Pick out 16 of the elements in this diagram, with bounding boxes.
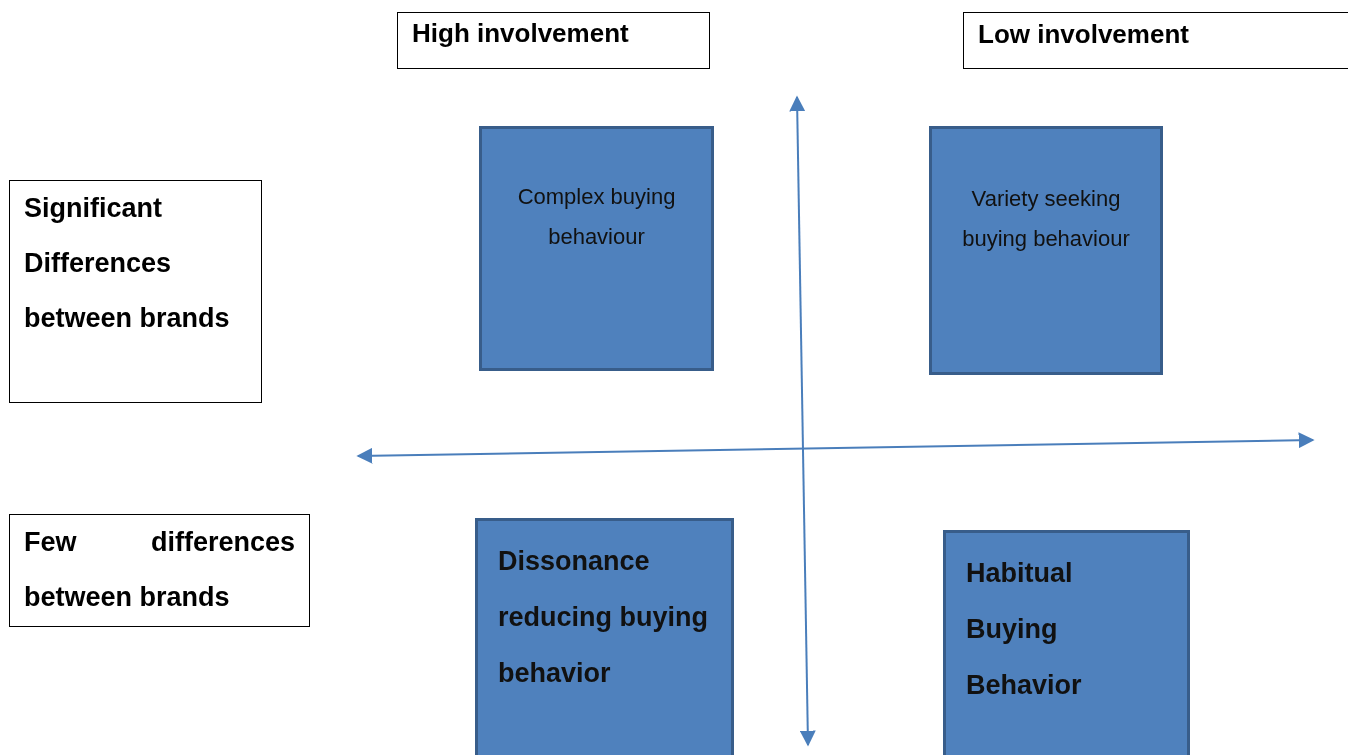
axis-label-box [9, 514, 310, 627]
box-text: Low involvement [978, 18, 1190, 51]
quadrant-box [929, 126, 1163, 375]
box-text: Dissonance reducing buying behavior [498, 545, 709, 690]
box-text: Complex buying behaviour [516, 183, 677, 251]
axis-label-box [397, 12, 710, 69]
quadrant-box [475, 518, 734, 755]
box-text: Variety seeking buying behaviour [961, 185, 1131, 253]
quadrant-box [943, 530, 1190, 755]
box-text: Habitual Buying Behavior [966, 557, 1083, 702]
box-text: Significant Differences between brands [24, 192, 231, 335]
axis-label-box [963, 12, 1348, 69]
box-text: High involvement [412, 17, 630, 50]
axis-label-box [9, 180, 262, 403]
quadrant-box [479, 126, 714, 371]
box-text: Few differences between brands [24, 526, 295, 614]
